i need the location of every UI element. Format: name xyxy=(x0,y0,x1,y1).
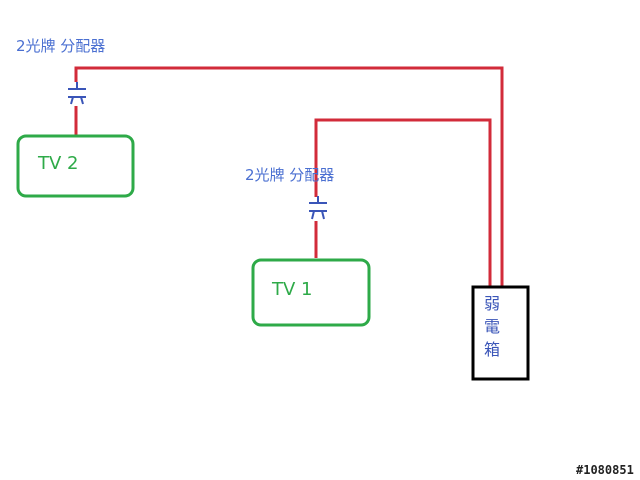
watermark-id: #1080851 xyxy=(576,463,634,477)
splitter-top-icon xyxy=(64,82,88,106)
weak-current-box xyxy=(471,285,530,381)
splitter-mid-icon xyxy=(305,196,329,221)
tv1-box xyxy=(251,258,371,327)
splitter-top-label: 2光牌 分配器 xyxy=(16,37,106,55)
tv2-box xyxy=(16,134,135,198)
splitter-mid-label: 2光牌 分配器 xyxy=(245,166,335,184)
cable-tv1 xyxy=(314,118,492,288)
tv1-label: TV 1 xyxy=(272,279,313,300)
weak-box-char-2: 電 xyxy=(484,317,501,336)
weak-box-char-3: 箱 xyxy=(484,340,501,359)
tv2-label: TV 2 xyxy=(38,153,79,174)
weak-box-char-1: 弱 xyxy=(484,294,501,313)
